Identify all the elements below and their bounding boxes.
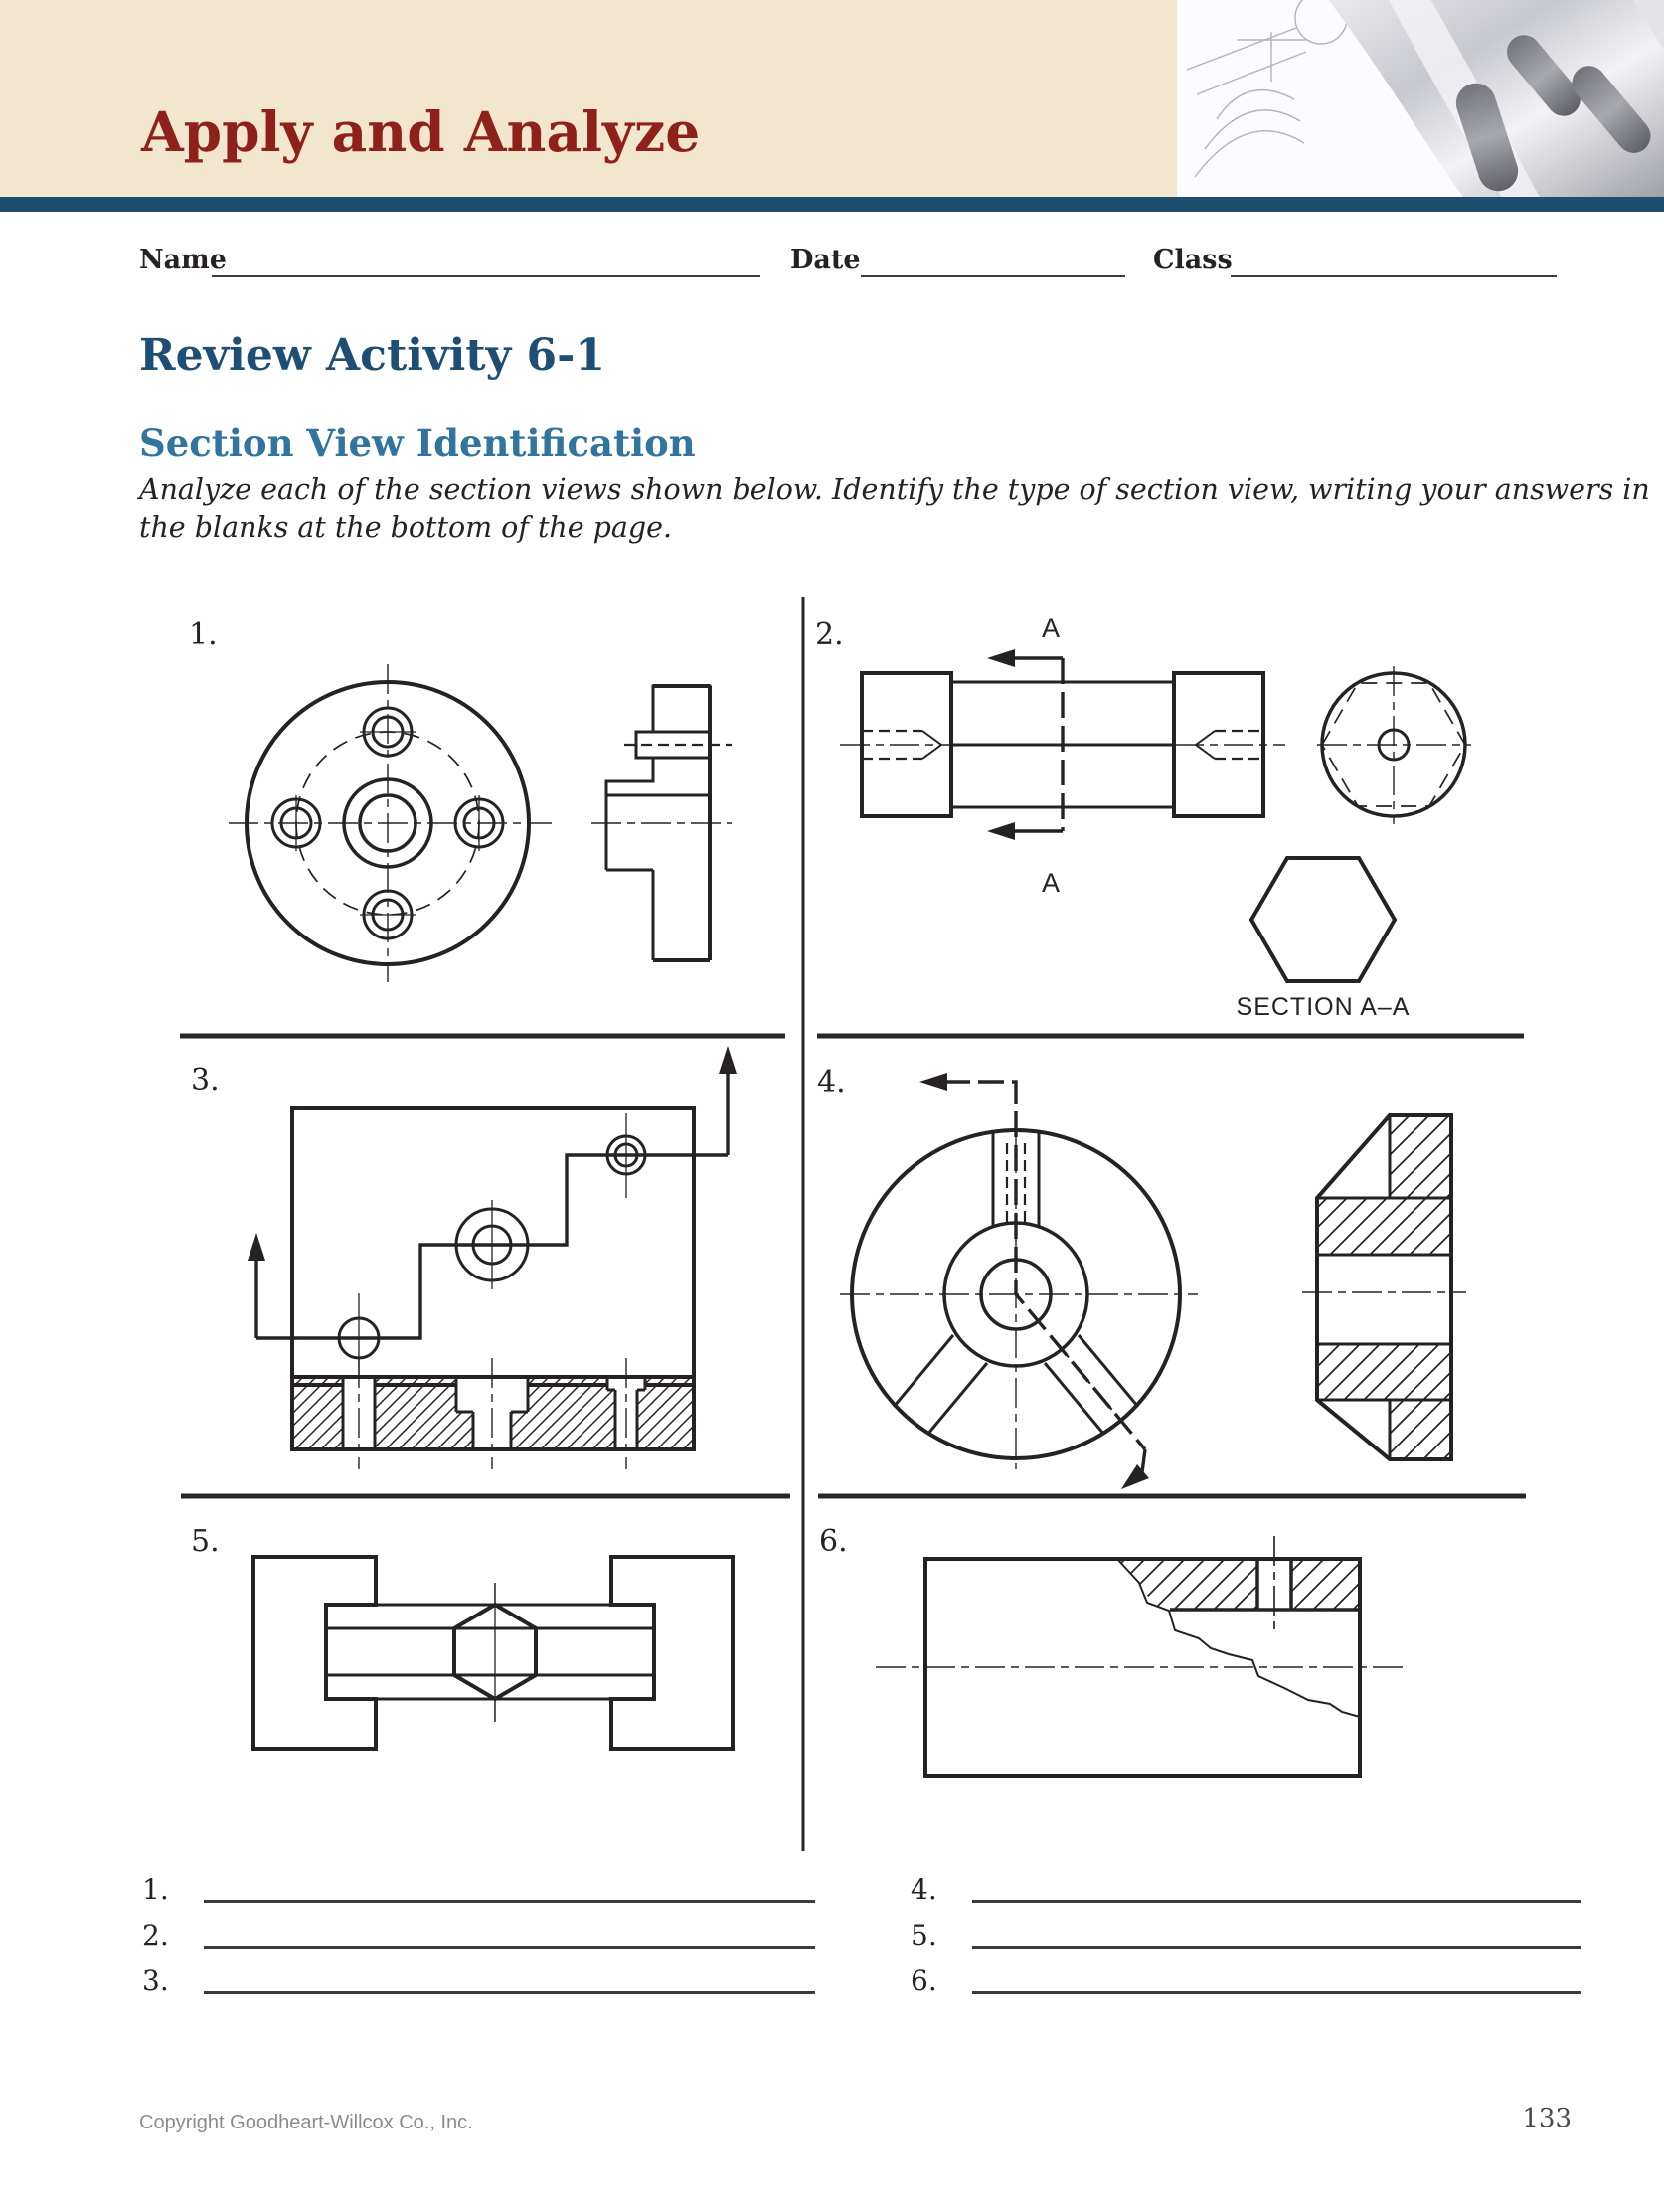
figure-1: 1.: [189, 617, 732, 982]
answer-5-number: 5.: [911, 1919, 937, 1952]
answer-5-blank[interactable]: [972, 1946, 1581, 1949]
figure-3: 3.: [191, 1046, 737, 1469]
cutting-plane-label-bottom: A: [1042, 868, 1060, 898]
figure-2-number: 2.: [815, 617, 844, 652]
figure-grid-dividers: [180, 597, 1526, 1851]
figure-5: 5.: [191, 1524, 735, 1751]
answer-3-blank[interactable]: [204, 1991, 815, 1994]
answer-2-blank[interactable]: [204, 1946, 815, 1949]
date-blank[interactable]: [861, 275, 1125, 277]
answer-4-number: 4.: [911, 1873, 937, 1906]
figure-2: 2. A A SECTION A–A: [815, 613, 1471, 1021]
figure-5-number: 5.: [191, 1524, 220, 1559]
copyright-text: Copyright Goodheart-Willcox Co., Inc.: [139, 2112, 473, 2133]
answer-4-blank[interactable]: [972, 1900, 1581, 1903]
date-label: Date: [790, 245, 861, 275]
figure-6-number: 6.: [819, 1524, 848, 1559]
figure-6: 6.: [819, 1524, 1405, 1778]
instructions-line-1: Analyze each of the section views shown …: [139, 473, 1650, 506]
answer-1-blank[interactable]: [204, 1900, 815, 1903]
header-divider-bar: [0, 197, 1664, 212]
name-blank[interactable]: [212, 275, 760, 277]
figure-4-number: 4.: [817, 1065, 846, 1100]
figure-3-number: 3.: [191, 1063, 220, 1098]
class-blank[interactable]: [1231, 275, 1557, 277]
activity-title: Review Activity 6-1: [139, 330, 605, 381]
name-label: Name: [139, 245, 227, 275]
class-label: Class: [1153, 245, 1233, 275]
section-a-a-label: SECTION A–A: [1237, 993, 1411, 1021]
answer-6-blank[interactable]: [972, 1991, 1581, 1994]
activity-subtitle: Section View Identification: [139, 422, 696, 465]
answer-3-number: 3.: [142, 1964, 169, 1997]
header-photo: [1177, 0, 1664, 197]
header-banner: Apply and Analyze: [0, 0, 1664, 197]
answer-2-number: 2.: [142, 1919, 169, 1952]
figure-4: 4.: [817, 1065, 1466, 1489]
instructions-line-2: the blanks at the bottom of the page.: [139, 511, 673, 544]
page-number: 133: [1522, 2104, 1572, 2133]
figure-1-number: 1.: [189, 617, 218, 652]
machined-part-photo-illustration: [1177, 0, 1664, 197]
cutting-plane-label-top: A: [1042, 613, 1060, 643]
answer-6-number: 6.: [911, 1964, 937, 1997]
figures-canvas: 1. 2.: [180, 597, 1526, 1851]
page-title: Apply and Analyze: [141, 99, 701, 164]
answer-1-number: 1.: [142, 1873, 169, 1906]
